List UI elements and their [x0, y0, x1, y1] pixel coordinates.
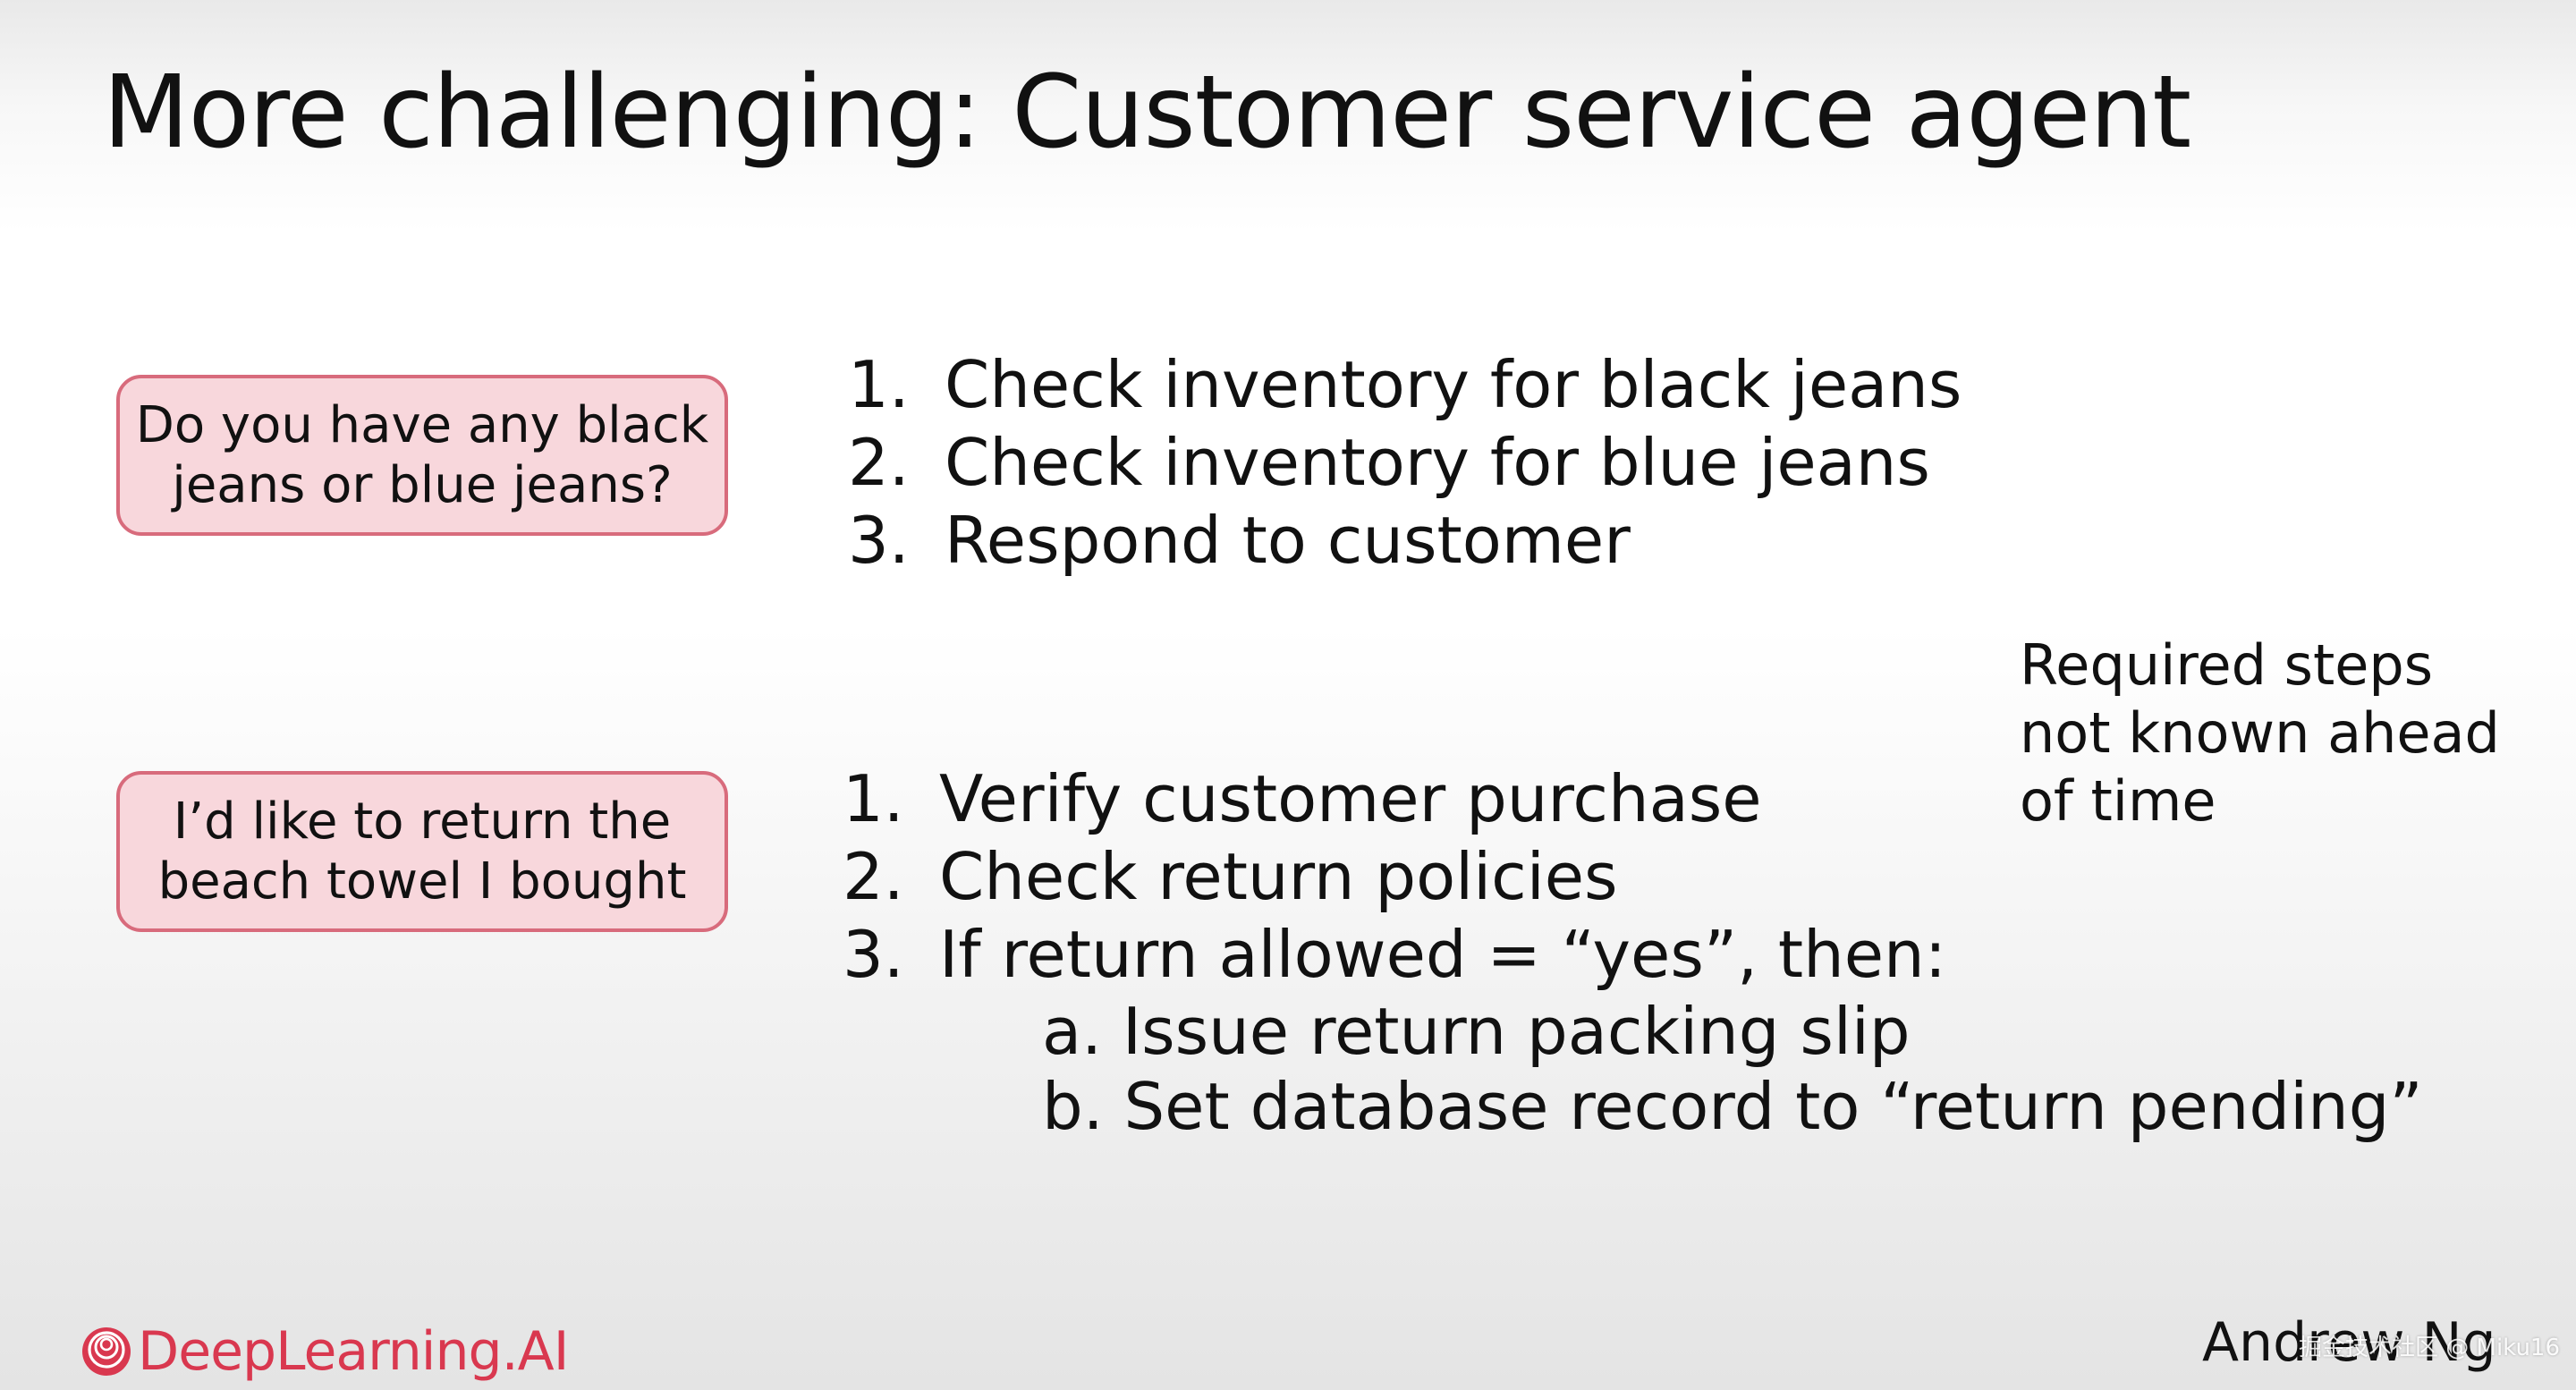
step-text: Check inventory for black jeans [945, 347, 1962, 422]
step-text: Check inventory for blue jeans [945, 425, 1930, 500]
step-number: 2. [843, 839, 904, 914]
side-note-line: of time [2020, 768, 2216, 834]
deeplearning-logo: DeepLearning.AI [80, 1318, 569, 1385]
list-item: 3. If return allowed = “yes”, then: [843, 916, 2423, 994]
author-name: Andrew Ng [2202, 1311, 2496, 1374]
list-item: 3. Respond to customer [848, 502, 1962, 580]
list-item: 1. Verify customer purchase [843, 760, 2423, 838]
step-number: 3. [848, 503, 910, 578]
step-text: If return allowed = “yes”, then: [939, 917, 1946, 992]
query-line: jeans or blue jeans? [172, 456, 673, 514]
query-line: beach towel I bought [157, 852, 687, 911]
slide-title: More challenging: Customer service agent [103, 55, 2191, 171]
step-text: Verify customer purchase [939, 761, 1762, 836]
deeplearning-logo-icon [82, 1327, 131, 1376]
logo-text: DeepLearning.AI [138, 1320, 569, 1383]
list-item: 2. Check inventory for blue jeans [848, 424, 1962, 502]
steps-list-return: 1. Verify customer purchase 2. Check ret… [843, 760, 2423, 1144]
step-number: 2. [848, 425, 910, 500]
query-line: Do you have any black [135, 395, 709, 454]
watermark: 掘金技术社区 @ Miku16 [2299, 1335, 2561, 1361]
side-note-line: not known ahead [2020, 700, 2500, 766]
steps-list-jeans: 1. Check inventory for black jeans 2. Ch… [848, 346, 1962, 580]
side-note-line: Required steps [2020, 632, 2434, 698]
sub-step-item: b. Set database record to “return pendin… [1042, 1069, 2423, 1144]
step-text: Check return policies [939, 839, 1618, 914]
side-note: Required steps not known ahead of time [2020, 631, 2500, 835]
step-number: 1. [843, 761, 904, 836]
list-item: 1. Check inventory for black jeans [848, 346, 1962, 424]
list-item: 2. Check return policies [843, 838, 2423, 916]
step-text: Respond to customer [945, 503, 1631, 578]
step-number: 3. [843, 917, 904, 992]
sub-step-item: a. Issue return packing slip [1042, 994, 1911, 1069]
customer-query-bubble-return: I’d like to return the beach towel I bou… [116, 771, 728, 932]
query-line: I’d like to return the [173, 792, 672, 851]
customer-query-bubble-jeans: Do you have any black jeans or blue jean… [116, 375, 728, 536]
step-number: 1. [848, 347, 910, 422]
